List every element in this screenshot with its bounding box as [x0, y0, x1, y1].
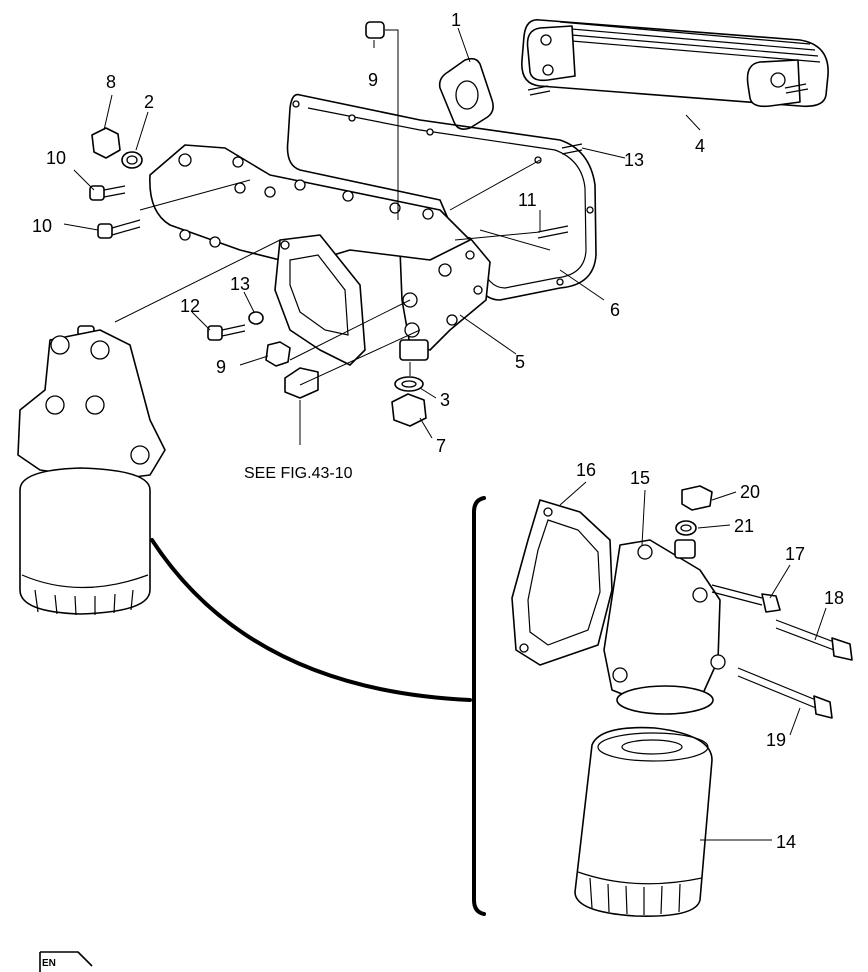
callout-12: 12 [180, 296, 200, 316]
callout-labels: 1 2 3 4 5 6 7 8 9 9 10 10 11 12 13 13 14… [32, 10, 844, 852]
callout-10-upper: 10 [46, 148, 66, 168]
callout-7: 7 [436, 436, 446, 456]
callout-6: 6 [610, 300, 620, 320]
callout-4: 4 [695, 136, 705, 156]
gasket-part-1 [438, 57, 494, 130]
detail-view-connector [150, 496, 486, 916]
callout-11: 11 [518, 190, 537, 210]
leader-lines [63, 27, 827, 841]
gasket-part-16 [511, 499, 613, 666]
callout-20: 20 [740, 482, 760, 502]
callout-21: 21 [734, 516, 754, 536]
callout-13-lower: 13 [230, 274, 250, 294]
oil-pump-housing [149, 144, 471, 266]
oil-filter-part-14 [574, 726, 713, 917]
detail-fasteners [675, 485, 853, 719]
stamp-label: EN [42, 958, 56, 969]
callout-8: 8 [106, 72, 116, 92]
page-stamp: EN [39, 951, 93, 972]
callout-2: 2 [144, 92, 154, 112]
assembly-lines [114, 29, 551, 445]
filter-bracket-gasket [274, 234, 366, 366]
oil-filter-assembly-left [17, 329, 166, 616]
callout-17: 17 [785, 544, 805, 564]
oil-cooler [521, 19, 829, 108]
callout-18: 18 [824, 588, 844, 608]
callout-10-lower: 10 [32, 216, 52, 236]
callout-3: 3 [440, 390, 450, 410]
callout-9-lower: 9 [216, 357, 226, 377]
callout-13-top: 13 [624, 150, 644, 170]
callout-19: 19 [766, 730, 786, 750]
oil-cover-part-5 [399, 229, 491, 361]
callout-16: 16 [576, 460, 596, 480]
callout-1: 1 [451, 10, 461, 30]
see-figure-reference: SEE FIG.43-10 [244, 465, 353, 482]
filter-bracket-part-15 [603, 539, 726, 715]
callout-14: 14 [776, 832, 796, 852]
callout-15: 15 [630, 468, 650, 488]
callout-9-top: 9 [368, 70, 378, 90]
callout-5: 5 [515, 352, 525, 372]
